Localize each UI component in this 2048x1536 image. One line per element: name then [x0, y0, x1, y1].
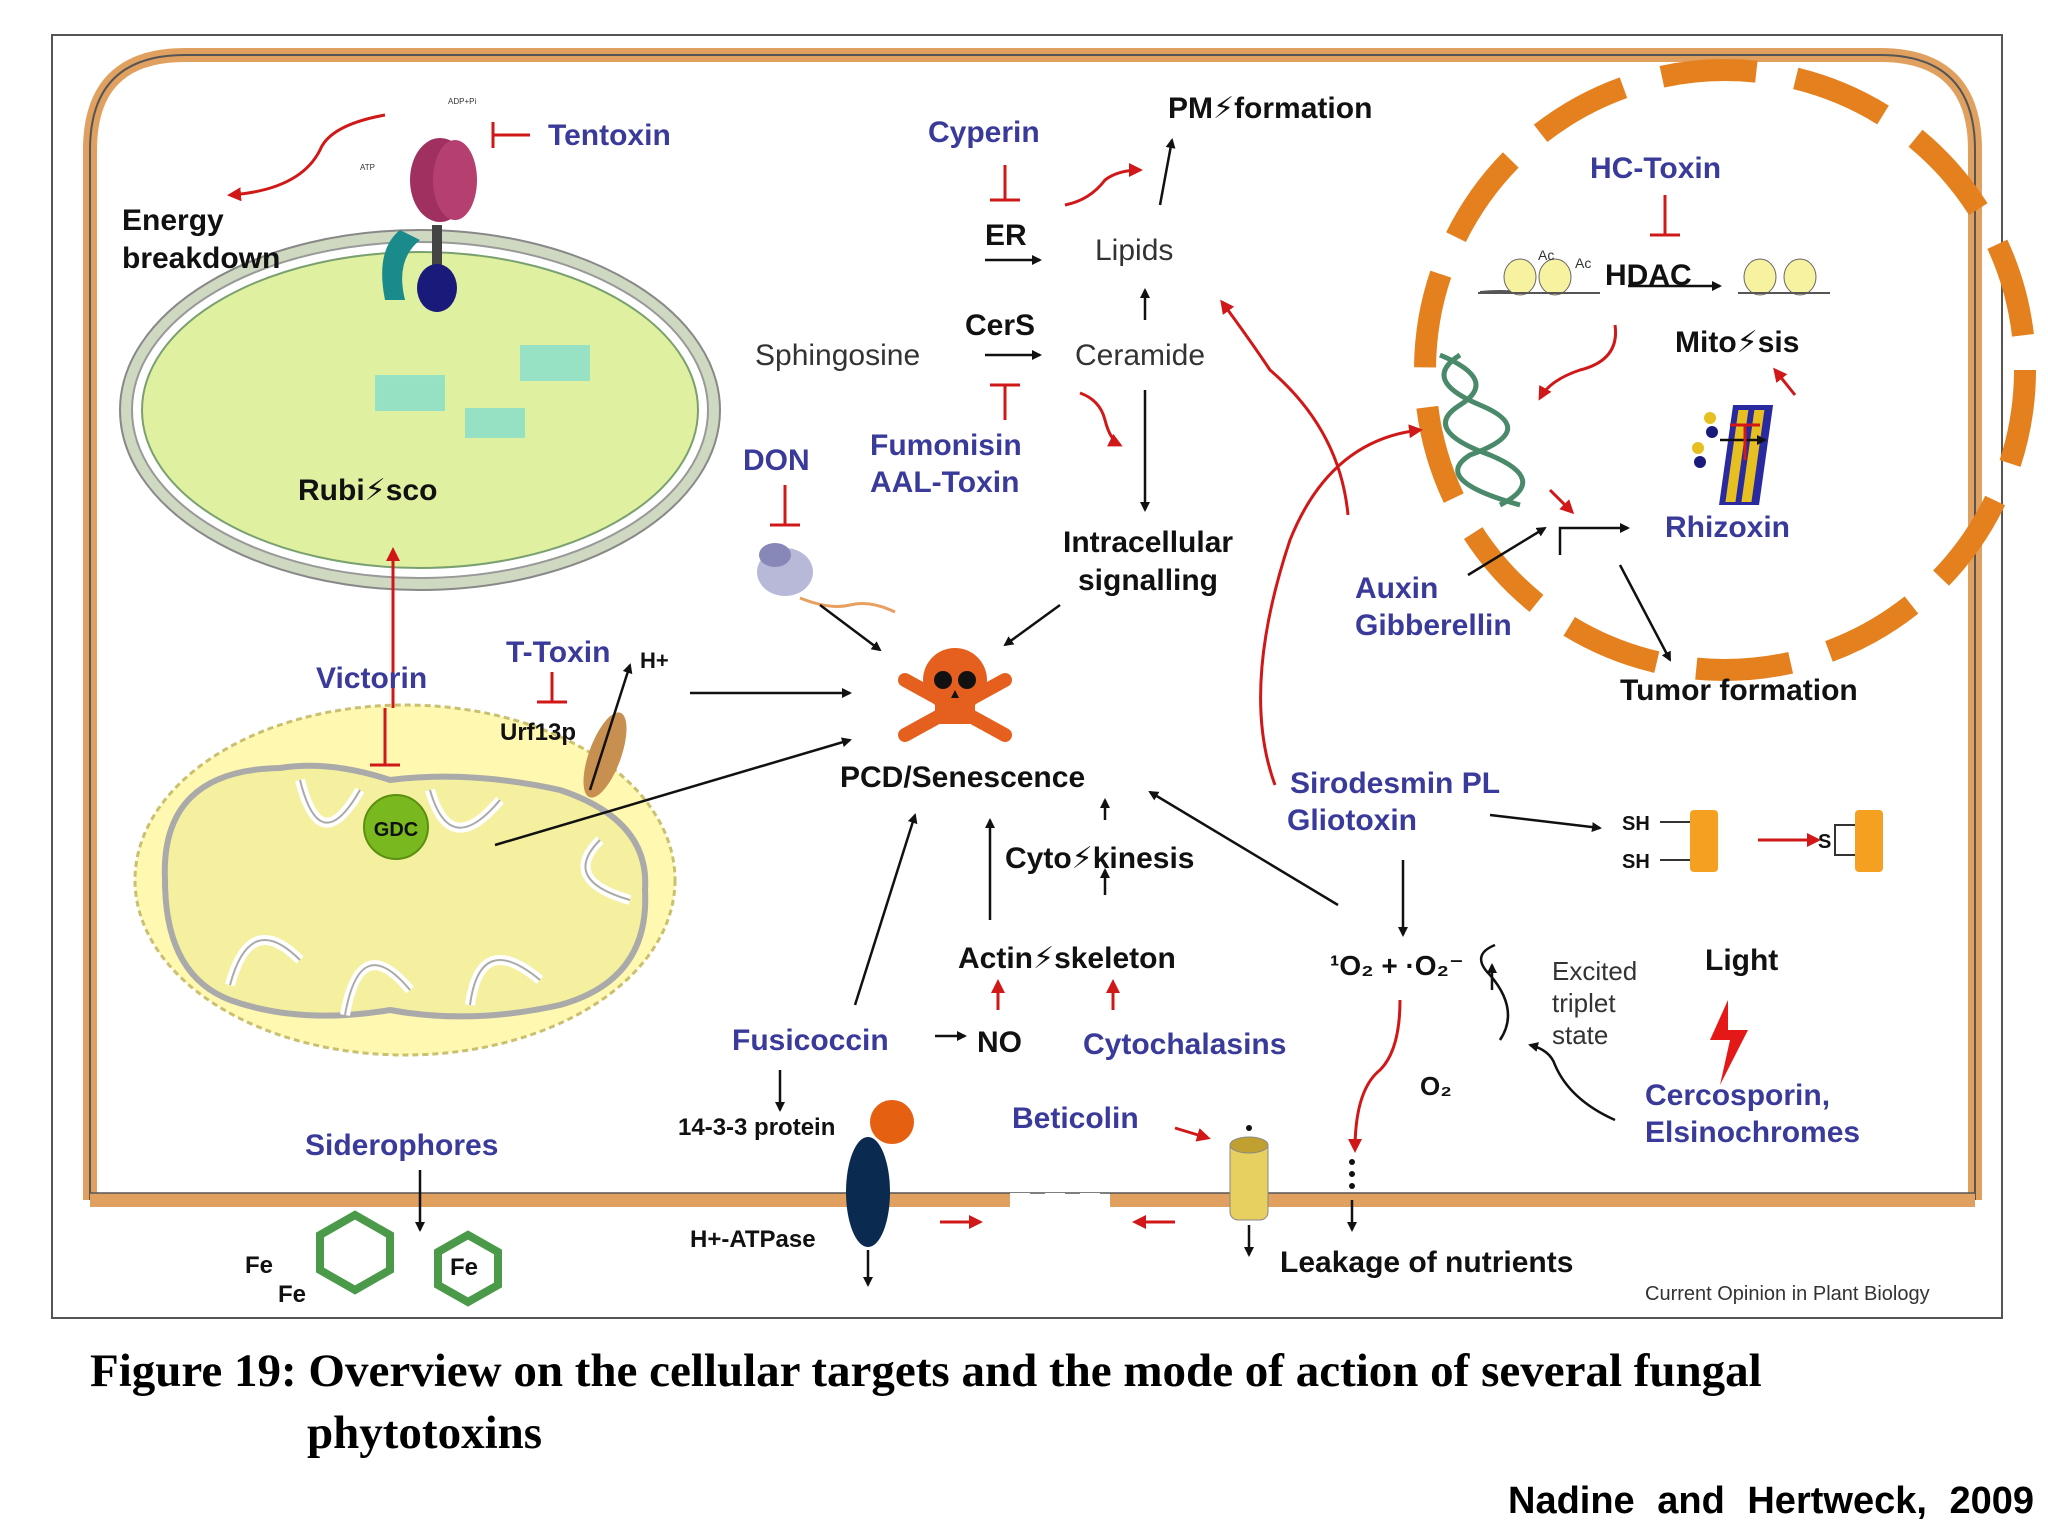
- h-atpase-label: H+-ATPase: [690, 1226, 816, 1253]
- lipids-label: Lipids: [1095, 234, 1173, 267]
- h-plus-label: H+: [640, 648, 669, 673]
- no-label: NO: [977, 1026, 1022, 1059]
- sh-label-1: SH: [1622, 813, 1650, 835]
- skull-icon: [898, 648, 1012, 742]
- urf13p-label: Urf13p: [500, 719, 576, 746]
- h-atpase-complex: [846, 1100, 914, 1247]
- membrane-pores: [1010, 1193, 1100, 1207]
- tentoxin-label: Tentoxin: [548, 119, 671, 152]
- sirodesmin-label: Sirodesmin PL: [1290, 767, 1500, 800]
- light-label: Light: [1705, 944, 1778, 977]
- mitochondrion: [133, 703, 677, 1057]
- siderophore-molecules: [316, 1210, 502, 1307]
- ceramide-label: Ceramide: [1075, 339, 1205, 372]
- inhibition-markers: [370, 165, 1760, 767]
- siderophores-label: Siderophores: [305, 1129, 498, 1162]
- cers-label: CerS: [965, 309, 1035, 342]
- elsinochromes-label: Elsinochromes: [1645, 1116, 1860, 1149]
- fumonisin-label: Fumonisin: [870, 429, 1022, 462]
- t-toxin-label: T-Toxin: [506, 636, 610, 669]
- energy-arrow: [227, 113, 386, 202]
- gliotoxin-label: Gliotoxin: [1287, 804, 1417, 837]
- fe-label-2: Fe: [278, 1281, 306, 1308]
- atp-synthase: ADP+Pi ATP: [360, 97, 477, 312]
- sh-label-2: SH: [1622, 851, 1650, 873]
- cercosporin-label: Cercosporin,: [1645, 1079, 1830, 1112]
- gdc-label: GDC: [374, 819, 418, 841]
- citation: Nadine and Hertweck, 2009: [1508, 1480, 2034, 1522]
- pcd-senescence-label: PCD/Senescence: [840, 761, 1085, 794]
- hc-toxin-label: HC-Toxin: [1590, 152, 1721, 185]
- red-arrows: [386, 163, 1821, 1229]
- tumor-formation-label: Tumor formation: [1620, 674, 1858, 707]
- aal-toxin-label: AAL-Toxin: [870, 466, 1019, 499]
- caption-line-1: Figure 19: Overview on the cellular targ…: [90, 1345, 1762, 1397]
- fusicoccin-label: Fusicoccin: [732, 1024, 889, 1057]
- thylakoid-stacks: [375, 345, 590, 438]
- cyperin-label: Cyperin: [928, 116, 1040, 149]
- cytochalasins-label: Cytochalasins: [1083, 1028, 1286, 1061]
- black-arrows: [415, 138, 1767, 1287]
- figure-caption: Figure 19: Overview on the cellular targ…: [90, 1340, 1990, 1464]
- chloroplast: [119, 229, 721, 591]
- cytokinesis-label: Cyto⚡kinesis: [1005, 842, 1194, 875]
- lightning-icon: [1710, 1000, 1748, 1085]
- atp-label: ATP: [360, 163, 375, 172]
- fe-label-1: Fe: [245, 1252, 273, 1279]
- victorin-label: Victorin: [316, 662, 427, 695]
- actin-skeleton-label: Actin⚡skeleton: [958, 942, 1176, 975]
- o2-label: O₂: [1420, 1071, 1452, 1101]
- caption-line-2: phytotoxins: [307, 1407, 543, 1459]
- nucleosomes-deacetylated: [1738, 258, 1830, 296]
- auxin-label: Auxin: [1355, 572, 1438, 605]
- protein-14-3-3-label: 14-3-3 protein: [678, 1114, 835, 1141]
- beticolin-label: Beticolin: [1012, 1102, 1139, 1135]
- dna-helix: [1439, 352, 1525, 508]
- ribosome: [757, 543, 896, 614]
- fe-label-3: Fe: [450, 1254, 478, 1281]
- thiol-protein-oxidized: [1834, 810, 1883, 872]
- phytotoxin-diagram: ADP+Pi ATP: [51, 34, 2036, 1319]
- nucleus: [1414, 59, 2036, 681]
- leakage-label: Leakage of nutrients: [1280, 1246, 1573, 1279]
- thiol-protein-reduced: [1660, 810, 1718, 872]
- nucleosomes-acetylated: [1478, 258, 1600, 296]
- source-label: Current Opinion in Plant Biology: [1645, 1283, 1930, 1305]
- hdac-label: HDAC: [1605, 259, 1692, 292]
- er-label: ER: [985, 219, 1027, 252]
- gibberellin-label: Gibberellin: [1355, 609, 1512, 642]
- rhizoxin-label: Rhizoxin: [1665, 511, 1790, 544]
- beticolin-channel: [1229, 1136, 1269, 1221]
- energy-breakdown-label: Energy breakdown: [122, 204, 280, 275]
- rubisco-label: Rubi⚡sco: [298, 474, 437, 507]
- ac-label-1: Ac: [1538, 247, 1554, 263]
- reactive-oxygen-label: ¹O₂ + ·O₂⁻: [1330, 950, 1464, 981]
- gdc-complex: [363, 794, 429, 860]
- ac-label-2: Ac: [1575, 255, 1591, 271]
- sphingosine-label: Sphingosine: [755, 339, 920, 372]
- s-label: S: [1818, 831, 1831, 853]
- pm-formation-label: PM⚡formation: [1168, 92, 1372, 125]
- leakage-dots: [1246, 1125, 1355, 1189]
- don-label: DON: [743, 444, 810, 477]
- adp-pi-label: ADP+Pi: [448, 97, 476, 106]
- mitosis-label: Mito⚡sis: [1675, 326, 1799, 359]
